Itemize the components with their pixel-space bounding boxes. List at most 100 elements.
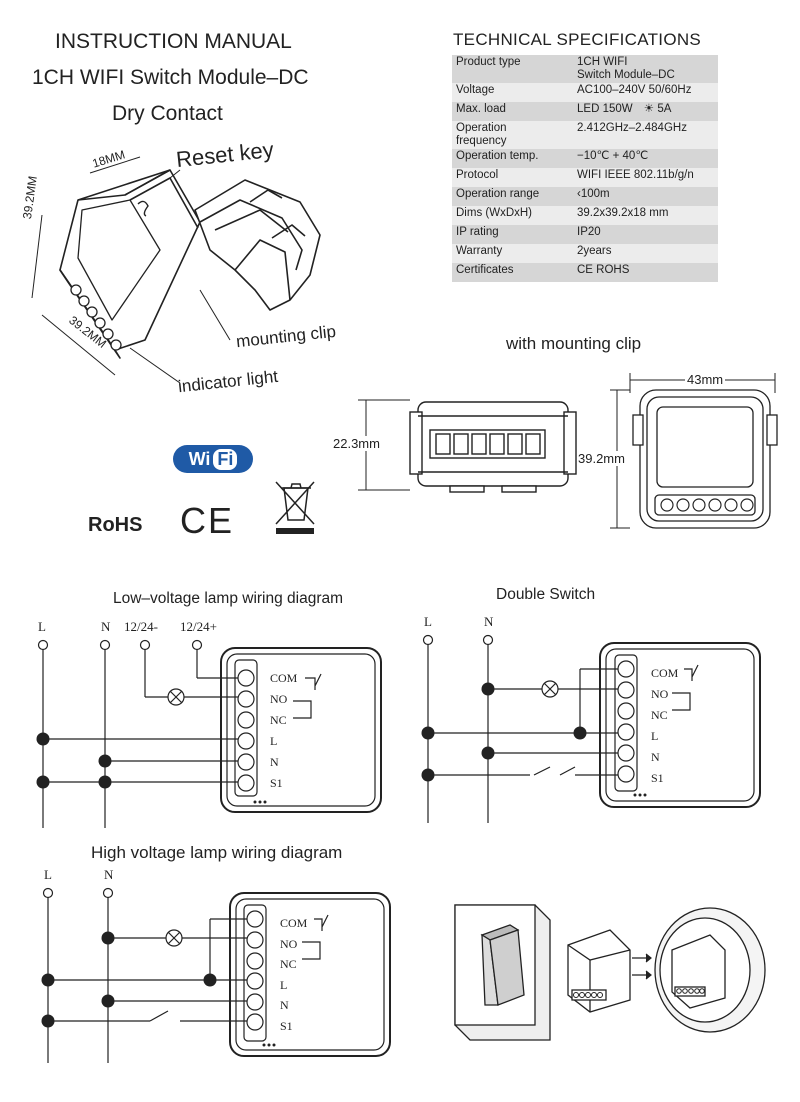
spec-row: Voltage AC100–240V 50/60Hz	[452, 83, 718, 102]
double-switch-diagram	[421, 634, 761, 823]
wifi-logo-text-a: Wi	[188, 448, 211, 469]
specs-title: TECHNICAL SPECIFICATIONS	[453, 30, 702, 49]
rohs-logo: RoHS	[88, 514, 143, 536]
spec-key: Dims (WxDxH)	[456, 207, 533, 219]
spec-value: 1CH WIFI Switch Module–DC	[573, 55, 718, 83]
hv-term-n: N	[280, 998, 289, 1013]
hv-term-s1: S1	[280, 1018, 293, 1033]
double-switch-title: Double Switch	[496, 586, 596, 603]
spec-value-text: AC100–240V 50/60Hz	[577, 84, 692, 96]
spec-row: Product type 1CH WIFI Switch Module–DC	[452, 55, 718, 83]
spec-value-text: 39.2x39.2x18 mm	[577, 207, 669, 219]
product-subtitle: Dry Contact	[112, 102, 223, 125]
lv-term-s1: S1	[270, 776, 283, 790]
manual-title: INSTRUCTION MANUAL	[55, 30, 292, 53]
spec-key: IP rating	[456, 226, 499, 238]
spec-value: 39.2x39.2x18 mm	[573, 206, 718, 225]
spec-value-text: WIFI IEEE 802.11b/g/n	[577, 169, 694, 181]
spec-value: AC100–240V 50/60Hz	[573, 83, 718, 102]
lv-term-nc: NC	[270, 713, 287, 727]
spec-value-text: −10℃ + 40℃	[577, 150, 649, 162]
wifi-logo: Wi Fi	[173, 445, 253, 473]
spec-value: WIFI IEEE 802.11b/g/n	[573, 168, 718, 187]
hv-input-n: N	[104, 867, 114, 882]
lv-input-n: N	[101, 619, 111, 634]
high-voltage-diagram	[41, 887, 391, 1063]
hv-terminal-labels: COM NO NC L N S1	[280, 913, 307, 1037]
spec-row: Operation range ‹100m	[452, 187, 718, 206]
spec-key: Warranty	[456, 245, 503, 257]
spec-value: −10℃ + 40℃	[573, 149, 718, 168]
lv-term-l: L	[270, 734, 278, 748]
clip-view-title: with mounting clip	[506, 334, 642, 353]
spec-value-text: 2.412GHz–2.484GHz	[577, 122, 687, 134]
lv-terminal-labels: COM NO NC L N S1	[270, 668, 297, 794]
spec-value: IP20	[573, 225, 718, 244]
spec-key: Product type	[456, 56, 521, 68]
spec-row: Warranty 2years	[452, 244, 718, 263]
lv-term-n: N	[270, 755, 279, 769]
spec-row: Certificates CE ROHS	[452, 263, 718, 282]
high-voltage-title: High voltage lamp wiring diagram	[91, 843, 343, 862]
installation-illustration	[454, 904, 766, 1041]
ds-term-com: COM	[651, 666, 679, 680]
ds-terminal-labels: COM NO NC L N S1	[651, 663, 678, 789]
spec-value: 2.412GHz–2.484GHz	[573, 121, 718, 149]
lv-term-com: COM	[270, 671, 298, 685]
clip-height-dim: 22.3mm	[333, 436, 380, 451]
spec-row: Operation frequency 2.412GHz–2.484GHz	[452, 121, 718, 149]
hv-term-com: COM	[280, 916, 308, 930]
clip-width-dim: 43mm	[685, 372, 726, 387]
product-name: 1CH WIFI Switch Module–DC	[32, 66, 309, 89]
ds-term-no: NO	[651, 687, 669, 701]
spec-value-text: 2years	[577, 245, 612, 257]
spec-row: Protocol WIFI IEEE 802.11b/g/n	[452, 168, 718, 187]
ce-logo: CE	[180, 500, 235, 541]
spec-value-text: ‹100m	[577, 188, 610, 200]
lv-term-no: NO	[270, 692, 288, 706]
spec-row: Dims (WxDxH) 39.2x39.2x18 mm	[452, 206, 718, 225]
ds-term-n: N	[651, 750, 660, 764]
spec-key: Max. load	[456, 103, 506, 115]
spec-value: CE ROHS	[573, 263, 718, 282]
ds-input-n: N	[484, 614, 494, 629]
spec-row: Operation temp. −10℃ + 40℃	[452, 149, 718, 168]
ds-term-l: L	[651, 729, 659, 743]
spec-value: ‹100m	[573, 187, 718, 206]
clip-front-view	[610, 373, 778, 529]
low-voltage-diagram	[36, 639, 382, 828]
spec-value-text: IP20	[577, 226, 601, 238]
lv-input-l: L	[38, 619, 46, 634]
bulb-icon: ☀	[640, 103, 658, 115]
spec-row: IP rating IP20	[452, 225, 718, 244]
spec-key: Certificates	[456, 264, 514, 276]
ds-term-nc: NC	[651, 708, 668, 722]
lv-input-minus: 12/24-	[124, 619, 158, 634]
spec-row: Max. load LED 150W ☀ 5A	[452, 102, 718, 121]
spec-extra: 5A	[657, 103, 672, 115]
spec-key: Protocol	[456, 169, 499, 181]
spec-key: Operation frequency	[456, 122, 507, 147]
weee-bin-icon	[275, 481, 315, 534]
spec-key: Operation range	[456, 188, 540, 200]
spec-value-text: CE ROHS	[577, 264, 630, 276]
hv-term-l: L	[280, 977, 288, 992]
ds-term-s1: S1	[651, 771, 664, 785]
spec-value-text: 1CH WIFI Switch Module–DC	[577, 56, 675, 81]
spec-value: 2years	[573, 244, 718, 263]
ds-input-l: L	[424, 614, 432, 629]
lv-input-plus: 12/24+	[180, 619, 217, 634]
spec-value: LED 150W ☀ 5A	[573, 102, 718, 121]
clip-side-view	[358, 399, 577, 493]
spec-table: Product type 1CH WIFI Switch Module–DC Vol…	[452, 55, 718, 282]
spec-key: Operation temp.	[456, 150, 539, 162]
wifi-logo-text-b: Fi	[213, 448, 238, 470]
low-voltage-title: Low–voltage lamp wiring diagram	[113, 590, 344, 607]
spec-value-text: LED 150W	[577, 103, 633, 115]
hv-term-nc: NC	[280, 957, 297, 972]
hv-term-no: NO	[280, 936, 298, 951]
spec-key: Voltage	[456, 84, 495, 96]
hv-input-l: L	[44, 867, 52, 882]
product-illustration	[31, 156, 321, 384]
clip-depth-dim: 39.2mm	[578, 451, 625, 466]
